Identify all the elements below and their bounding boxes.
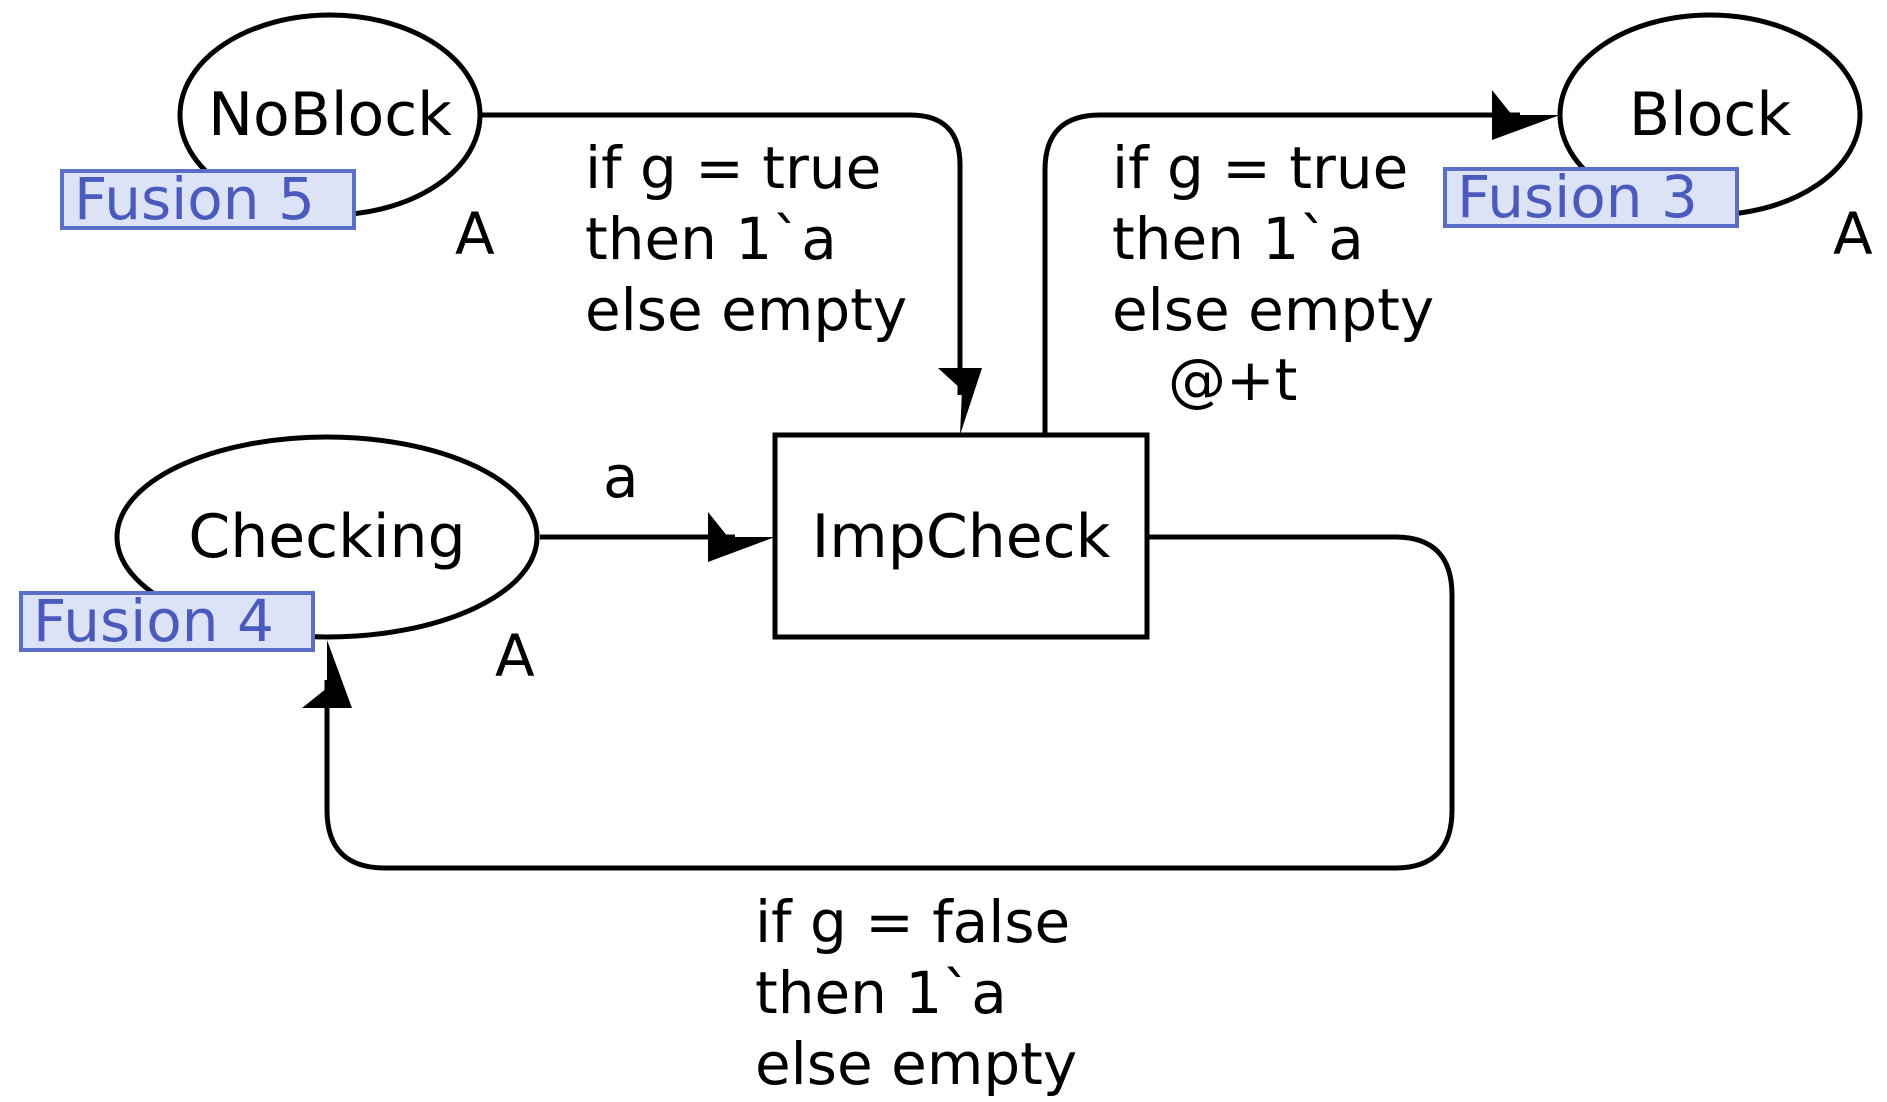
inscription-line: a xyxy=(603,443,639,511)
inscription-line: else empty xyxy=(585,276,907,344)
place-checking-name: Checking xyxy=(188,502,465,572)
fusion-tag-block-label: Fusion 3 xyxy=(1457,163,1698,231)
inscription-line: @+t xyxy=(1168,346,1297,414)
place-noblock-name: NoBlock xyxy=(208,80,452,150)
inscription-line: then 1`a xyxy=(1112,205,1364,273)
inscription-line: then 1`a xyxy=(755,959,1007,1027)
fusion-tag-checking-label: Fusion 4 xyxy=(33,587,274,655)
place-block-colorset: A xyxy=(1833,200,1873,268)
inscription-line: else empty xyxy=(1112,276,1434,344)
place-checking-colorset: A xyxy=(495,622,535,690)
inscription-line: if g = true xyxy=(585,134,881,202)
arc-noblock-to-impcheck xyxy=(480,112,963,395)
inscription-line: if g = false xyxy=(755,888,1070,956)
inscription-checking-to-impcheck: a xyxy=(603,443,639,511)
place-noblock-colorset: A xyxy=(455,200,495,268)
arrowhead-impcheck-left xyxy=(708,512,775,562)
fusion-tag-noblock-label: Fusion 5 xyxy=(74,165,315,233)
fusion-tag-block: Fusion 3 xyxy=(1443,163,1739,231)
inscription-line: if g = true xyxy=(1112,134,1408,202)
fusion-tag-checking: Fusion 4 xyxy=(19,587,315,655)
inscription-impcheck-to-block: if g = true then 1`a else empty @+t xyxy=(1112,134,1434,414)
transition-impcheck-name: ImpCheck xyxy=(812,502,1111,572)
inscription-impcheck-to-checking: if g = false then 1`a else empty xyxy=(755,888,1077,1098)
inscription-line: then 1`a xyxy=(585,205,837,273)
fusion-tag-block-box xyxy=(1443,167,1739,228)
fusion-tag-noblock-box xyxy=(60,169,356,230)
place-checking[interactable]: Checking xyxy=(114,434,540,640)
inscription-noblock-to-impcheck: if g = true then 1`a else empty xyxy=(585,134,907,344)
place-block-name: Block xyxy=(1629,80,1792,150)
arrowhead-checking xyxy=(302,640,352,708)
arrowhead-impcheck-top xyxy=(938,368,982,435)
inscription-line: else empty xyxy=(755,1030,1077,1098)
arc-impcheck-to-checking xyxy=(324,534,1455,871)
transition-impcheck-box xyxy=(772,432,1150,640)
arrowhead-block xyxy=(1492,90,1560,140)
fusion-tag-noblock: Fusion 5 xyxy=(60,165,356,233)
place-checking-ellipse xyxy=(114,434,540,640)
arc-impcheck-to-block xyxy=(1042,112,1520,433)
fusion-tag-checking-box xyxy=(19,591,315,652)
place-noblock[interactable]: NoBlock xyxy=(177,12,483,218)
transition-impcheck[interactable]: ImpCheck xyxy=(772,432,1150,640)
